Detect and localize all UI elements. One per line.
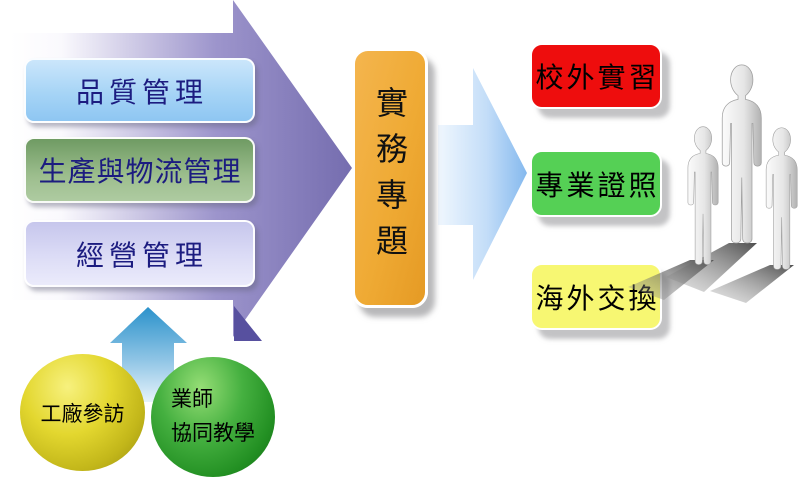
support-bubble-factory-visit: 工廠參訪 [20, 354, 145, 471]
person-figure [721, 64, 762, 244]
capstone-box: 實務專題 [352, 48, 428, 308]
support-bubble-industry-teacher-label-line1: 業師 [171, 387, 213, 412]
course-box-business: 經營管理 [24, 220, 255, 287]
course-box-production-logistics: 生產與物流管理 [24, 137, 255, 203]
course-box-production-logistics-label: 生產與物流管理 [38, 155, 242, 188]
support-bubble-industry-teacher-label-line2: 協同教學 [171, 421, 255, 445]
outcome-box-internship-label: 校外實習 [535, 61, 660, 94]
person-figure [687, 126, 719, 265]
course-box-quality-label: 品質管理 [75, 75, 208, 109]
capstone-to-outcome-arrow [438, 68, 527, 280]
person-shadow [710, 265, 794, 303]
foundation-arrow-fold-shadow [234, 306, 262, 341]
outcome-box-certification-label: 專業證照 [535, 168, 660, 202]
person-figure [765, 127, 798, 270]
course-box-business-label: 經營管理 [75, 238, 208, 272]
capstone-label: 實務專題 [371, 86, 409, 270]
course-box-quality: 品質管理 [24, 58, 255, 123]
outcome-box-certification: 專業證照 [530, 150, 662, 217]
support-bubble-industry-teacher: 業師 協同教學 [151, 357, 275, 477]
outcome-box-internship: 校外實習 [530, 43, 662, 109]
person-shadow [666, 243, 757, 292]
support-bubble-factory-visit-label: 工廠參訪 [40, 401, 125, 426]
